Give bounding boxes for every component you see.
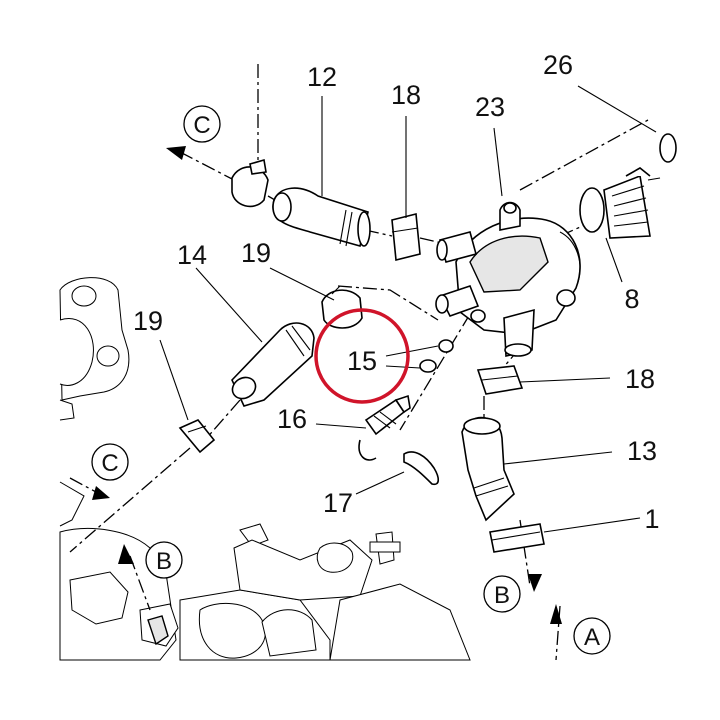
ref-label-c-top: C <box>193 112 210 139</box>
callout-19-mid: 19 <box>241 238 271 268</box>
ref-label-b-bottom: B <box>494 582 510 609</box>
thermostat-8 <box>579 133 677 239</box>
callout-18-right: 18 <box>625 364 655 394</box>
callout-18-top: 18 <box>391 80 421 110</box>
callout-1: 1 <box>644 504 659 534</box>
hose-13 <box>461 416 515 522</box>
arrow-to-a-bottom <box>550 604 562 624</box>
clamp-19-mid <box>321 285 363 329</box>
arrow-to-c-left <box>92 486 110 500</box>
hose-14 <box>231 322 315 407</box>
ref-label-c-left: C <box>101 450 118 477</box>
highlight-circle <box>314 308 410 404</box>
arrow-to-b-bottom <box>528 574 542 592</box>
ref-circle-b-bottom: B <box>483 575 521 613</box>
callout-12: 12 <box>307 62 337 92</box>
callout-23: 23 <box>475 92 505 122</box>
callout-14: 14 <box>177 240 207 270</box>
callout-numbers: 12 18 23 26 8 14 19 19 15 16 17 18 13 1 <box>133 50 660 534</box>
callout-8: 8 <box>624 284 639 314</box>
clamp-18-right <box>476 365 524 395</box>
thermostat-housing-23 <box>435 201 581 357</box>
callout-16: 16 <box>277 404 307 434</box>
clamp-19-left <box>178 419 216 454</box>
arrow-to-b-left <box>118 544 134 564</box>
callout-15: 15 <box>347 346 377 376</box>
seals-15 <box>419 339 454 373</box>
callout-19-left: 19 <box>133 306 163 336</box>
ref-circle-b-left: B <box>145 541 183 579</box>
sensor-16 <box>358 394 411 461</box>
direction-arrows <box>92 146 562 624</box>
ref-label-a-bottom: A <box>584 624 600 651</box>
ref-circle-c-left: C <box>91 443 129 481</box>
clamp-c-top <box>231 158 269 208</box>
leader-lines <box>159 85 657 533</box>
hose-12 <box>272 187 371 247</box>
engine-block-outline <box>59 277 471 661</box>
clamp-18-top <box>391 212 421 262</box>
ref-circle-a-bottom: A <box>573 617 611 655</box>
clip-17 <box>403 451 440 486</box>
clamp-1-bottom <box>489 523 545 553</box>
callout-17: 17 <box>323 488 353 518</box>
arrow-to-c-top <box>166 146 186 160</box>
callout-13: 13 <box>627 436 657 466</box>
callout-26: 26 <box>543 50 573 80</box>
ref-label-b-left: B <box>156 548 172 575</box>
ref-circle-c-top: C <box>183 105 221 143</box>
